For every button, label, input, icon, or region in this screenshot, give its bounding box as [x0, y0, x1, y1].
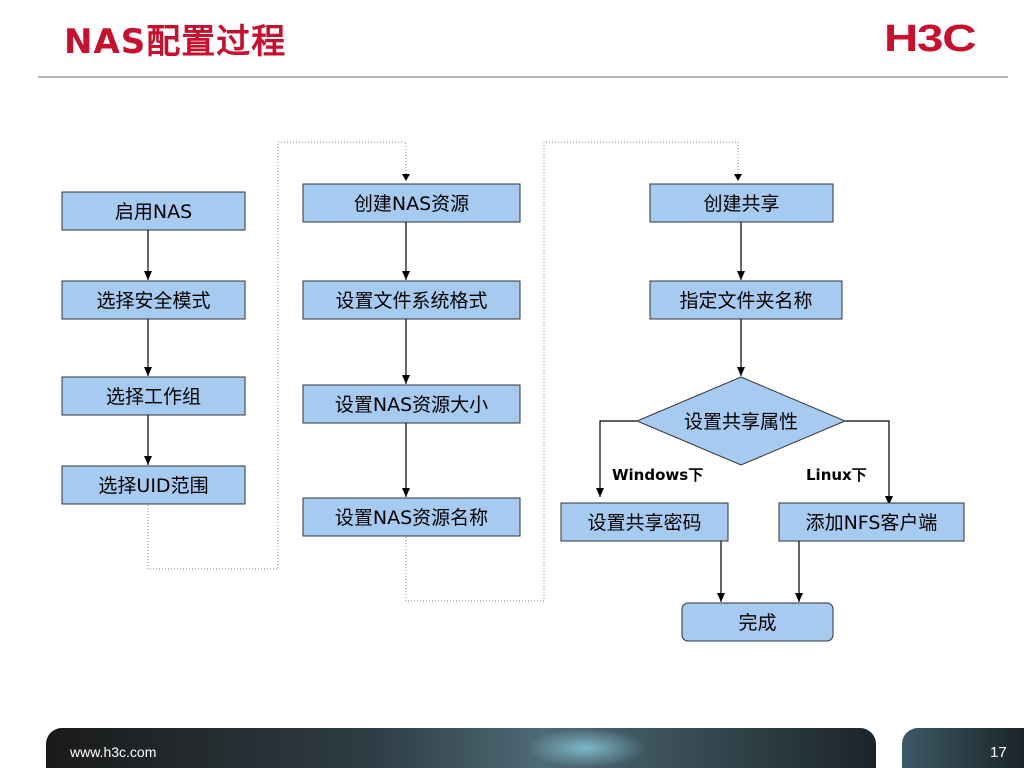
flow-step-share-password: 设置共享密码 — [560, 502, 729, 542]
flow-step-nas-name: 设置NAS资源名称 — [302, 497, 521, 537]
title-divider — [38, 76, 1008, 78]
page-title: NAS配置过程 — [64, 22, 287, 62]
branch-right-line — [845, 420, 893, 505]
flow-step-filesystem-format: 设置文件系统格式 — [302, 280, 521, 320]
flow-step-folder-name: 指定文件夹名称 — [649, 280, 843, 320]
step-label: 设置文件系统格式 — [335, 290, 487, 312]
step-label: 指定文件夹名称 — [679, 290, 812, 312]
branch-left-label: Windows下 — [612, 466, 703, 484]
branch-left-line — [596, 420, 637, 497]
connector-col2-to-col3 — [405, 141, 739, 602]
flow-step-uid-range: 选择UID范围 — [61, 465, 246, 505]
flow-decision-share-attributes: 设置共享属性 — [635, 376, 847, 466]
flow-step-security-mode: 选择安全模式 — [61, 280, 246, 320]
step-label: 设置NAS资源大小 — [335, 394, 488, 416]
step-label: 创建NAS资源 — [354, 193, 469, 215]
step-label: 添加NFS客户端 — [806, 512, 938, 534]
flow-step-create-nas-resource: 创建NAS资源 — [302, 183, 521, 223]
step-label: 选择工作组 — [106, 386, 201, 408]
step-label: 设置共享密码 — [587, 512, 701, 534]
flow-step-create-share: 创建共享 — [649, 183, 834, 223]
step-label: 选择UID范围 — [98, 475, 208, 497]
step-label: 设置NAS资源名称 — [335, 507, 488, 529]
end-label: 完成 — [738, 612, 776, 634]
branch-right-label: Linux下 — [806, 466, 867, 484]
step-label: 选择安全模式 — [96, 290, 210, 312]
flow-end-complete: 完成 — [681, 602, 834, 642]
flow-step-enable-nas: 启用NAS — [61, 191, 246, 231]
arrowhead-col2 — [402, 174, 410, 181]
h3c-logo: H3C — [884, 18, 977, 60]
footer-glow — [526, 728, 646, 768]
footer-url: www.h3c.com — [70, 744, 157, 760]
step-label: 创建共享 — [703, 193, 779, 215]
step-label: 启用NAS — [115, 201, 192, 223]
flow-step-nfs-client: 添加NFS客户端 — [778, 502, 965, 542]
footer-page-tab — [902, 728, 1024, 768]
arrowhead-col3 — [734, 174, 742, 181]
footer-banner — [46, 728, 876, 768]
page-number: 17 — [990, 744, 1007, 761]
flow-step-nas-size: 设置NAS资源大小 — [302, 384, 521, 424]
decision-label: 设置共享属性 — [684, 411, 798, 433]
flow-step-workgroup: 选择工作组 — [61, 376, 246, 416]
